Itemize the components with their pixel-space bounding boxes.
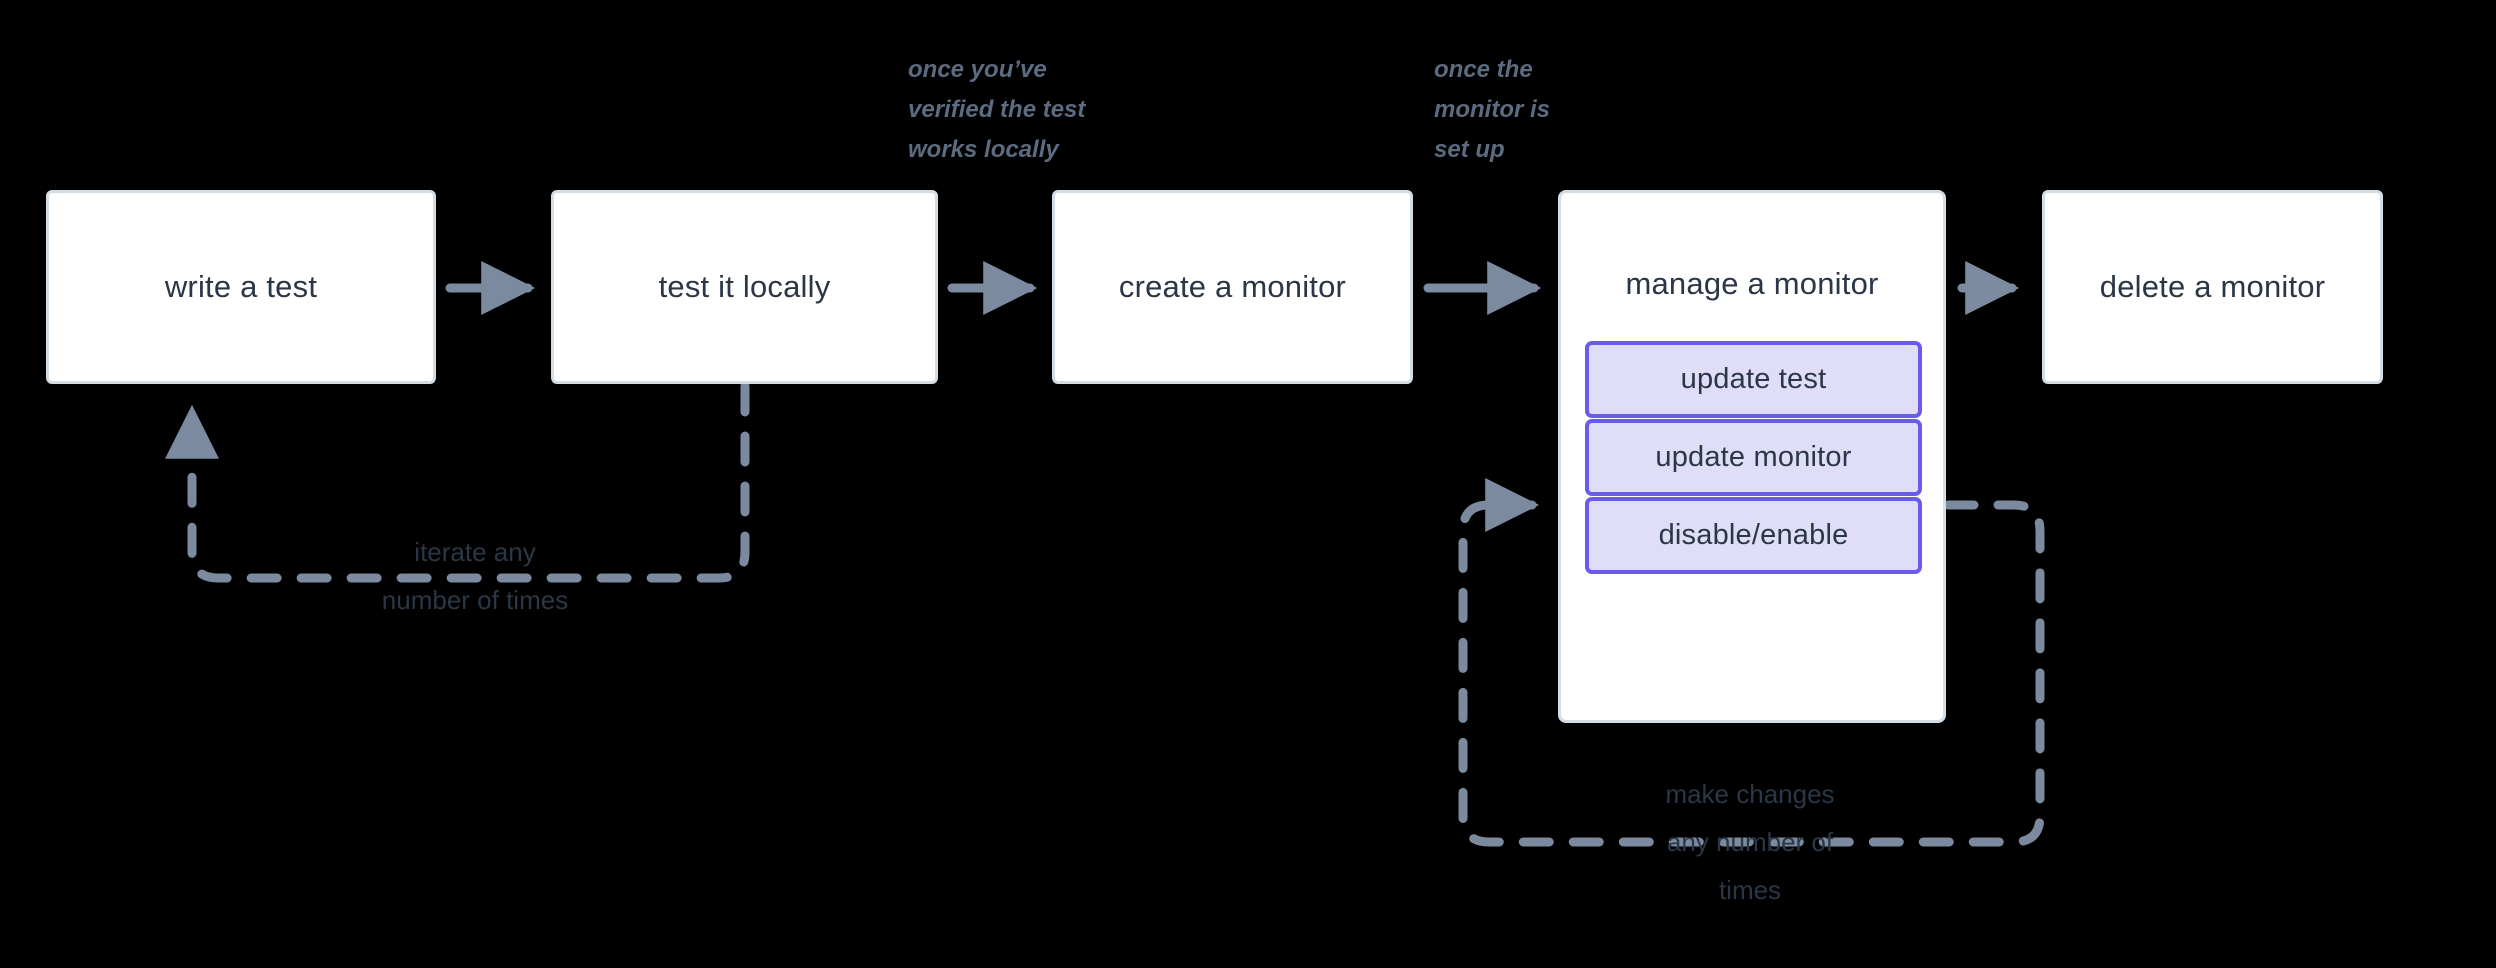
- node-manage-a-monitor[interactable]: manage a monitor update test update moni…: [1558, 190, 1946, 723]
- subnode-update-monitor[interactable]: update monitor: [1585, 419, 1922, 496]
- node-write-a-test[interactable]: write a test: [46, 190, 436, 384]
- node-label: test it locally: [658, 269, 831, 304]
- loop-label-iterate: iterate any number of times: [381, 537, 569, 615]
- node-label: create a monitor: [1118, 269, 1347, 304]
- loop-iterate: [165, 381, 750, 583]
- edge-note-verified: once you’ve verified the test works loca…: [908, 56, 1086, 163]
- node-label: delete a monitor: [2099, 269, 2326, 304]
- subnode-label: update monitor: [1655, 441, 1852, 473]
- node-test-it-locally[interactable]: test it locally: [551, 190, 938, 384]
- subnode-label: update test: [1680, 363, 1827, 395]
- node-create-a-monitor[interactable]: create a monitor: [1052, 190, 1413, 384]
- edge-note-set-up: once the monitor is set up: [1434, 56, 1551, 163]
- group-title: manage a monitor: [1625, 266, 1879, 301]
- loop-label-make-changes: make changes any number of times: [1665, 779, 1835, 905]
- node-delete-a-monitor[interactable]: delete a monitor: [2042, 190, 2383, 384]
- node-label: write a test: [164, 269, 318, 304]
- subnode-update-test[interactable]: update test: [1585, 341, 1922, 418]
- subnode-disable-enable[interactable]: disable/enable: [1585, 497, 1922, 574]
- loop-make-changes: [1458, 478, 2045, 847]
- subnode-label: disable/enable: [1658, 519, 1849, 551]
